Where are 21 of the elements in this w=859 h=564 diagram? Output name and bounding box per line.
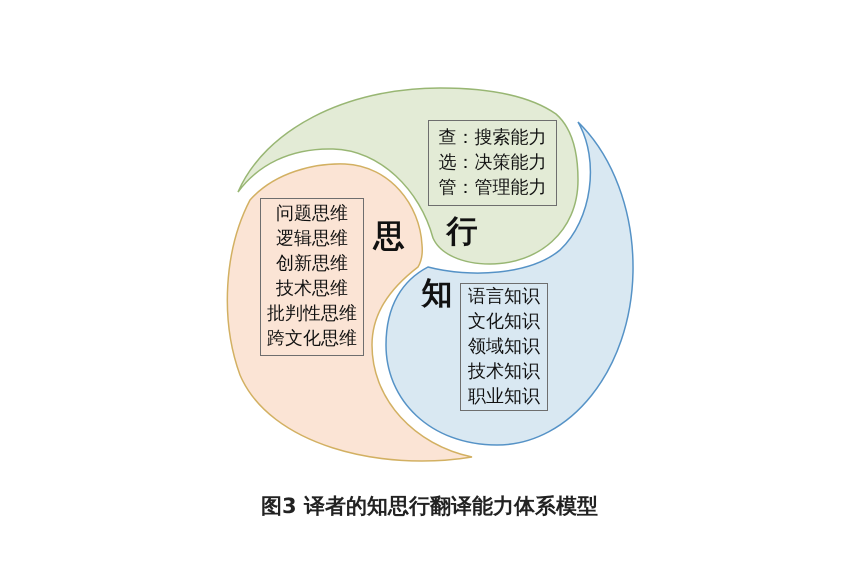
list-item: 查：搜索能力 <box>438 126 546 150</box>
list-item: 技术知识 <box>468 360 540 384</box>
list-item: 跨文化思维 <box>267 327 357 351</box>
list-item: 语言知识 <box>468 285 540 309</box>
list-item: 技术思维 <box>276 277 348 301</box>
list-box <box>460 283 548 411</box>
list-box <box>428 120 557 206</box>
list-item: 文化知识 <box>468 310 540 334</box>
list-item: 职业知识 <box>468 385 540 409</box>
list-item: 创新思维 <box>276 252 348 276</box>
heading-character: 知 <box>422 278 452 310</box>
list-item: 问题思维 <box>276 202 348 226</box>
heading-character: 行 <box>446 216 478 248</box>
list-item: 批判性思维 <box>267 302 357 326</box>
caption: 图3 译者的知思行翻译能力体系模型 <box>261 496 598 517</box>
heading-character: 思 <box>374 222 404 252</box>
list-box <box>260 198 364 356</box>
list-item: 选：决策能力 <box>438 151 546 175</box>
list-item: 领域知识 <box>468 335 540 359</box>
list-item: 逻辑思维 <box>276 227 348 251</box>
list-item: 管：管理能力 <box>438 176 546 200</box>
